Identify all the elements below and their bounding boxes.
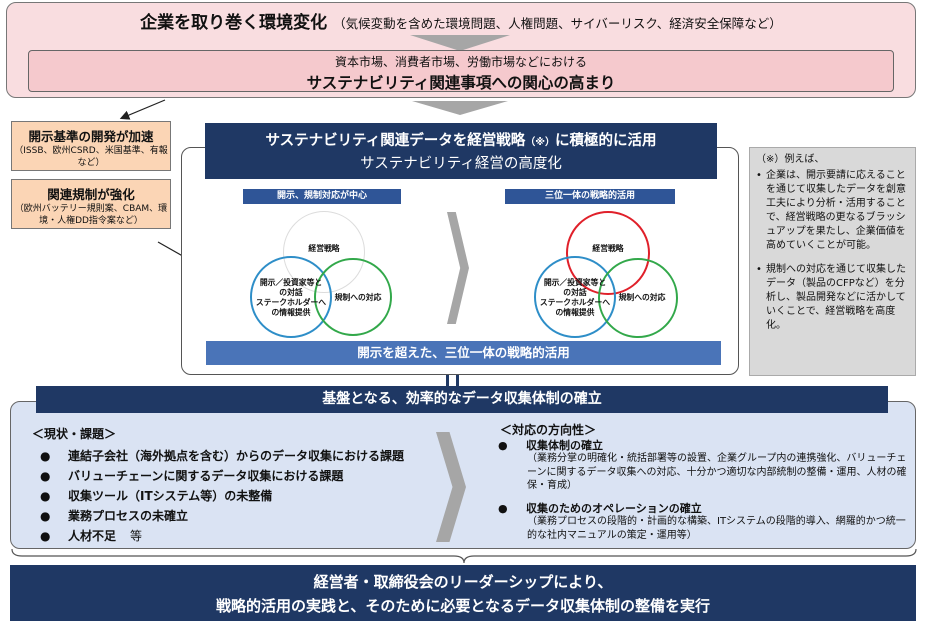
note-heading: （※）例えば、 xyxy=(756,154,825,165)
left-venn-regulation-label: 規制への対応 xyxy=(334,293,382,302)
foundation-title: 基盤となる、効率的なデータ収集体制の確立 xyxy=(36,386,888,413)
current-issue-text: 連結子会社（海外拠点を含む）からのデータ収集における課題 xyxy=(68,449,405,463)
strategy-header: サステナビリティ関連データを経営戦略（※）に積極的に活用 サステナビリティ経営の… xyxy=(205,123,717,179)
note-item-1: 企業は、開示要請に応えることを通じて収集したデータを創意工夫により分析・活用する… xyxy=(756,169,909,253)
strategy-note-mark: （※） xyxy=(525,137,556,148)
current-issue-item: ● バリューチェーンに関するデータ収集における課題 xyxy=(40,467,343,484)
regulation-title: 関連規制が強化 xyxy=(47,187,135,202)
disclosure-standards-title: 開示基準の開発が加速 xyxy=(28,129,154,144)
current-issue-item: ● 業務プロセスの未確立 xyxy=(40,507,188,524)
bullet: ● xyxy=(40,509,51,523)
left-venn-disclosure-label: 開示／投資家等と の対話 ステークホルダーへ の情報提供 xyxy=(250,278,332,318)
bullet: ● xyxy=(498,439,508,452)
disclosure-standards-box: 開示基準の開発が加速 （ISSB、欧州CSRD、米国基準、有報など） xyxy=(11,121,171,171)
direction-title-text: 収集体制の確立 xyxy=(526,439,603,452)
left-venn-disclosure-line3: ステークホルダーへ xyxy=(255,298,327,307)
disclosure-standards-body: （ISSB、欧州CSRD、米国基準、有報など） xyxy=(14,146,168,168)
direction-item-body: （業務分掌の明確化・統括部署等の設置、企業グループ内の連携強化、バリューチェーン… xyxy=(527,453,907,491)
left-venn-strategy-label: 経営戦略 xyxy=(308,244,340,253)
interest-box: 資本市場、消費者市場、労働市場などにおける サステナビリティ関連事項への関心の高… xyxy=(28,50,894,92)
interest-main-text: サステナビリティ関連事項への関心の高まり xyxy=(306,74,616,92)
right-venn-regulation-circle xyxy=(598,258,678,338)
environment-subtitle: （気候変動を含めた環境問題、人権問題、サイバーリスク、経済安全保障など） xyxy=(333,16,782,31)
left-venn-disclosure-line2: の対話 xyxy=(279,288,303,297)
connector-line-left xyxy=(446,375,451,386)
leadership-box: 経営者・取締役会のリーダーシップにより、 戦略的活用の実践と、そのために必要とな… xyxy=(10,565,916,621)
current-issue-item: ● 連結子会社（海外拠点を含む）からのデータ収集における課題 xyxy=(40,447,404,464)
bullet: ● xyxy=(40,449,51,463)
current-issue-text: 業務プロセスの未確立 xyxy=(68,509,189,523)
bullet: ● xyxy=(40,489,51,503)
right-venn-regulation-label: 規制への対応 xyxy=(618,293,666,302)
current-issue-text: バリューチェーンに関するデータ収集における課題 xyxy=(68,469,344,483)
direction-item-title: ● 収集のためのオペレーションの確立 xyxy=(498,500,702,516)
bullet: ● xyxy=(40,469,51,483)
connector-line-right xyxy=(456,375,461,386)
current-issue-text: 収集ツール（ITシステム等）の未整備 xyxy=(68,489,273,503)
note-item-2: 規制への対応を通じて収集したデータ（製品のCFPなど）を分析し、製品開発などに活… xyxy=(756,263,909,333)
current-issue-item: ● 人材不足等 xyxy=(40,527,142,544)
right-venn-disclosure-line1: 開示／投資家等と xyxy=(543,278,607,287)
regulation-body: （欧州バッテリー規則案、CBAM、環境・人権DD指令案など） xyxy=(14,204,168,226)
interest-subtext: 資本市場、消費者市場、労働市場などにおける xyxy=(334,55,587,69)
note-box: （※）例えば、 企業は、開示要請に応えることを通じて収集したデータを創意工夫によ… xyxy=(749,147,916,376)
environment-title: 企業を取り巻く環境変化 xyxy=(140,13,328,33)
left-venn-disclosure-line1: 開示／投資家等と xyxy=(259,278,323,287)
right-venn-disclosure-line3: ステークホルダーへ xyxy=(539,298,611,307)
current-issue-text: 人材不足 xyxy=(68,529,117,543)
right-venn-disclosure-line4: の情報提供 xyxy=(555,308,595,317)
left-venn-regulation-circle xyxy=(314,258,392,336)
right-venn-strategy-label: 経営戦略 xyxy=(592,244,624,253)
current-issue-item: ● 収集ツール（ITシステム等）の未整備 xyxy=(40,487,272,504)
direction-heading: ＜対応の方向性＞ xyxy=(500,423,597,437)
bullet: ● xyxy=(498,502,508,515)
left-diagram-label: 開示、規制対応が中心 xyxy=(243,189,401,204)
strategy-header-main-text: サステナビリティ関連データを経営戦略 xyxy=(265,133,526,149)
current-issue-suffix: 等 xyxy=(130,529,143,543)
direction-item-body: （業務プロセスの段階的・計画的な構築、ITシステムの段階的導入、網羅的かつ統一的… xyxy=(527,516,906,541)
regulation-box: 関連規制が強化 （欧州バッテリー規則案、CBAM、環境・人権DD指令案など） xyxy=(11,179,171,229)
direction-item-title: ● 収集体制の確立 xyxy=(498,437,603,453)
down-arrow-1 xyxy=(410,35,510,51)
direction-title-text: 収集のためのオペレーションの確立 xyxy=(526,502,702,515)
strategy-header-main: サステナビリティ関連データを経営戦略（※）に積極的に活用 xyxy=(205,129,717,150)
arrow-to-disclosure xyxy=(119,99,166,120)
down-arrow-2 xyxy=(412,101,508,115)
leadership-line-2: 戦略的活用の実践と、そのために必要となるデータ収集体制の整備を実行 xyxy=(216,597,710,615)
strategy-header-main-end: に積極的に活用 xyxy=(555,133,657,149)
current-issues-heading: ＜現状・課題＞ xyxy=(32,427,117,441)
right-venn-disclosure-label: 開示／投資家等と の対話 ステークホルダーへ の情報提供 xyxy=(534,278,616,318)
leadership-line-1: 経営者・取締役会のリーダーシップにより、 xyxy=(313,573,613,591)
right-diagram-label: 三位一体の戦略的活用 xyxy=(505,189,675,204)
strategic-use-bar: 開示を超えた、三位一体の戦略的活用 xyxy=(206,341,721,365)
strategy-header-sub: サステナビリティ経営の高度化 xyxy=(360,156,562,172)
left-venn-disclosure-line4: の情報提供 xyxy=(271,308,311,317)
right-venn-disclosure-line2: の対話 xyxy=(563,288,587,297)
environment-title-row: 企業を取り巻く環境変化 （気候変動を含めた環境問題、人権問題、サイバーリスク、経済… xyxy=(6,8,916,33)
bullet: ● xyxy=(40,529,51,543)
brace xyxy=(11,548,917,564)
foundation-box xyxy=(10,401,916,549)
